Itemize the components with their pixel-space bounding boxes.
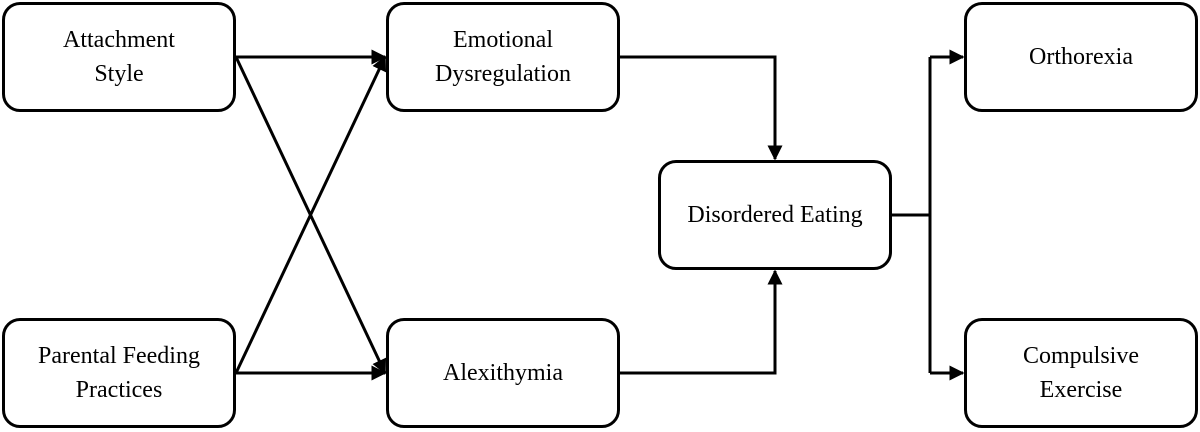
node-parental-feeding-practices: Parental Feeding Practices (2, 318, 236, 428)
node-alexithymia: Alexithymia (386, 318, 620, 428)
node-label: Disordered Eating (687, 198, 862, 232)
node-label-line: Parental Feeding (38, 343, 200, 369)
node-label-line: Style (94, 61, 144, 87)
edge-parental-to-emotional (234, 55, 387, 374)
node-label-line: Disordered Eating (687, 202, 863, 228)
node-compulsive-exercise: Compulsive Exercise (964, 318, 1198, 428)
node-label-line: Compulsive (1022, 343, 1139, 369)
node-label: Attachment Style (63, 23, 175, 91)
edge-alexithymia-to-disordered (620, 269, 783, 375)
node-disordered-eating: Disordered Eating (658, 160, 892, 270)
edge-emotional-to-disordered (620, 55, 783, 161)
node-label-line: Emotional (453, 27, 553, 53)
node-label: Emotional Dysregulation (435, 23, 571, 91)
node-label: Parental Feeding Practices (38, 339, 200, 407)
node-label: Compulsive Exercise (1023, 339, 1139, 407)
node-label-line: Alexithymia (443, 360, 563, 386)
node-emotional-dysregulation: Emotional Dysregulation (386, 2, 620, 112)
node-label: Alexithymia (443, 356, 563, 390)
node-label-line: Practices (75, 377, 163, 403)
node-label-line: Dysregulation (435, 61, 571, 87)
node-label: Orthorexia (1029, 40, 1133, 74)
node-label-line: Orthorexia (1029, 44, 1133, 70)
node-label-line: Exercise (1039, 377, 1123, 403)
node-orthorexia: Orthorexia (964, 2, 1198, 112)
node-attachment-style: Attachment Style (2, 2, 236, 112)
node-label-line: Attachment (63, 27, 175, 53)
